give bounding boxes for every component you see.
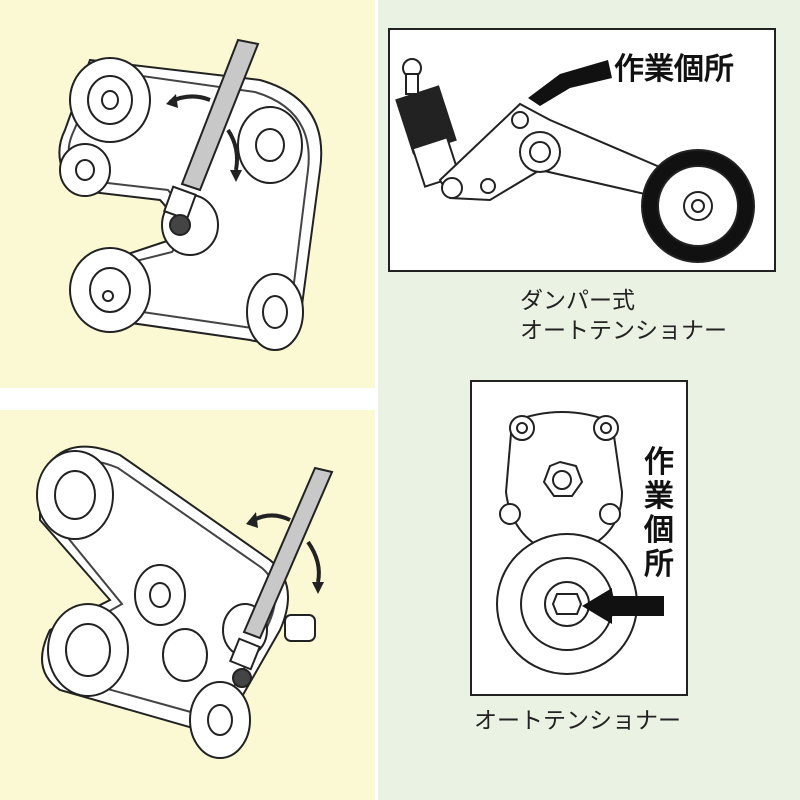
wrench [162, 38, 260, 236]
work-location-arrow-bottom [582, 588, 664, 624]
rotation-arrow-down-bottom [306, 540, 321, 583]
damper-tensioner-box [388, 28, 776, 272]
belt-diagram-bottom-panel [0, 410, 375, 800]
belt-wrench-illustration-top [58, 38, 323, 351]
auto-tensioner-illustration [496, 411, 664, 675]
auto-tensioner-caption: オートテンショナー [474, 708, 681, 734]
work-location-label-bottom: 作業個所 [644, 445, 674, 582]
damper-caption-line2: オートテンショナー [520, 318, 727, 344]
belt-wrench-illustration-bottom [36, 445, 334, 759]
rotation-arrow-down [226, 128, 239, 171]
work-location-label-top: 作業個所 [614, 52, 734, 87]
pulley-small-center [162, 628, 208, 682]
damper-tensioner-illustration [395, 58, 755, 263]
wrench-bottom [229, 466, 334, 688]
damper-caption-line1: ダンパー式 [520, 288, 635, 314]
work-location-arrow-top [528, 60, 612, 106]
belt-diagram-top-panel [0, 0, 375, 388]
auto-tensioner-box [470, 380, 688, 696]
tensioner-bracket [284, 614, 316, 642]
damper-tensioner-caption: ダンパー式 オートテンショナー [520, 286, 800, 346]
